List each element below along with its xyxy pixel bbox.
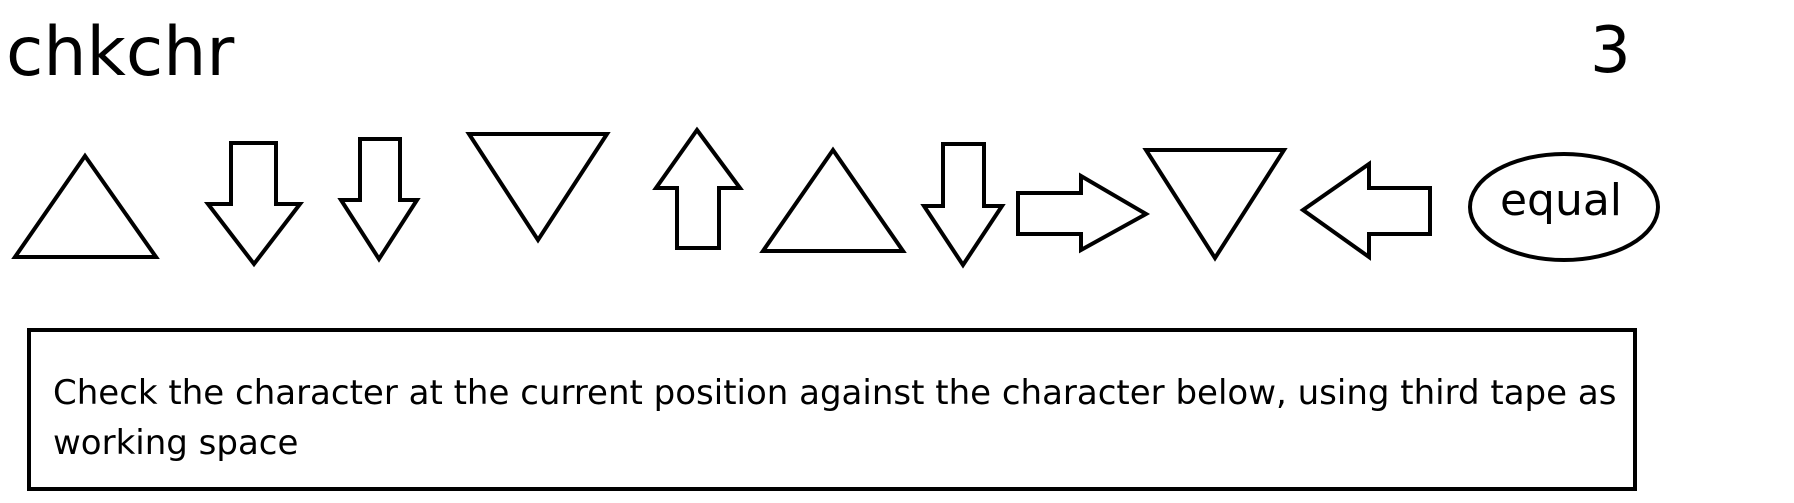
arrow-down-icon (920, 142, 1006, 269)
triangle-up-icon (759, 146, 907, 253)
description-box: Check the character at the current posit… (27, 328, 1637, 491)
arrow-left-icon (1299, 160, 1432, 261)
page-title: chkchr (6, 13, 235, 92)
page-number: 3 (1590, 14, 1631, 88)
description-text: Check the character at the current posit… (53, 373, 1617, 463)
arrow-right-icon (1016, 172, 1151, 254)
arrow-down-icon (337, 137, 421, 263)
triangle-up-icon (11, 152, 160, 259)
arrow-down-icon (203, 141, 305, 268)
triangle-down-icon (465, 132, 611, 244)
terminal-label: equal (1500, 175, 1622, 226)
terminal-ellipse (1468, 152, 1660, 262)
triangle-down-icon (1142, 148, 1288, 262)
arrow-up-icon (652, 126, 744, 250)
